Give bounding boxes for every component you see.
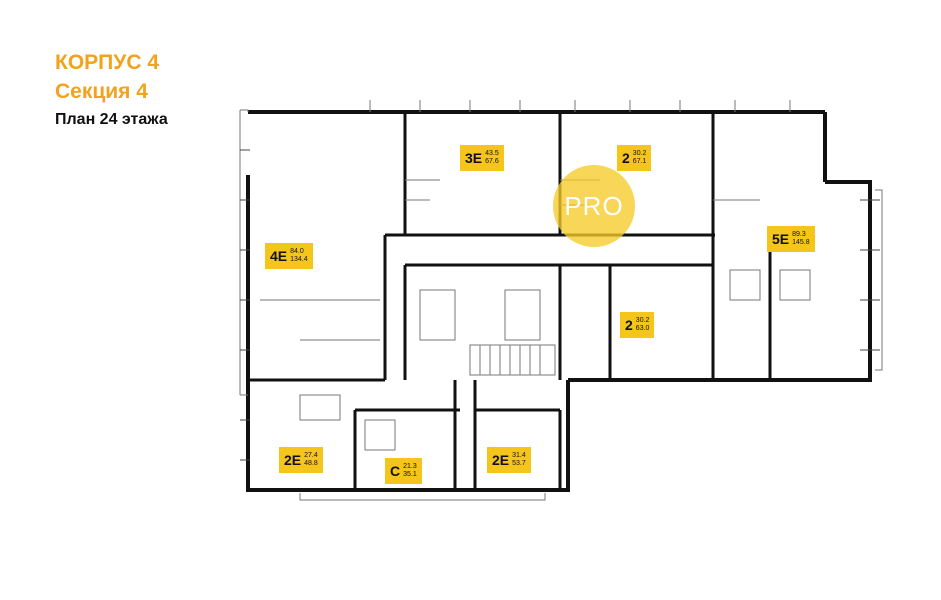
floor-title: План 24 этажа (55, 111, 168, 128)
plan-header: КОРПУС 4 Секция 4 План 24 этажа (55, 48, 168, 132)
section-title: Секция 4 (55, 80, 148, 103)
partition-walls (248, 112, 772, 490)
thin-lines (239, 100, 883, 501)
building-title: КОРПУС 4 (55, 51, 159, 74)
window-marks (240, 149, 880, 461)
pro-watermark-text: PRO (564, 190, 624, 221)
pro-watermark: PRO (553, 165, 635, 247)
